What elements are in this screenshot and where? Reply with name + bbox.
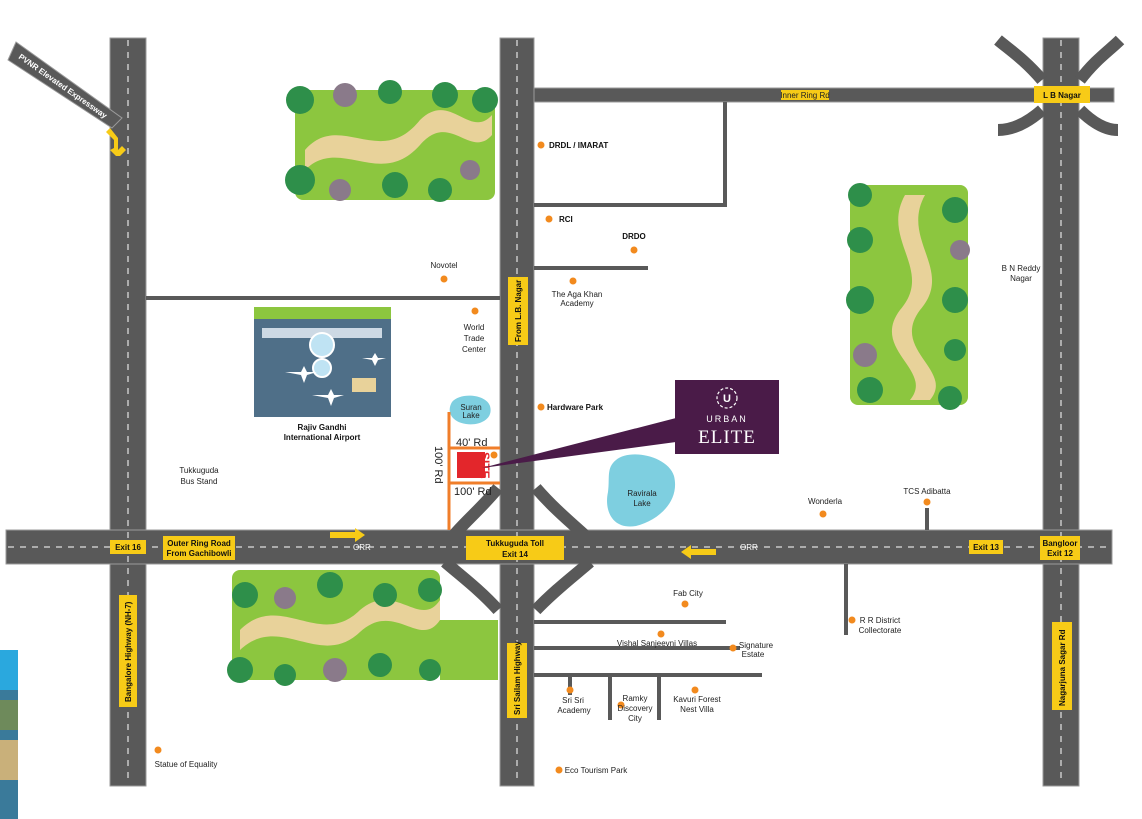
place-statue: Statue of Equality	[155, 760, 218, 769]
place-suran-2: Lake	[462, 411, 480, 420]
svg-text:Bangloor: Bangloor	[1042, 539, 1077, 548]
inner-ring-tag: Inner Ring Rd	[780, 90, 830, 100]
site-marker[interactable]	[457, 452, 485, 478]
place-bn-reddy-1: B N Reddy	[1002, 264, 1041, 273]
rd40-label: 40' Rd	[456, 437, 487, 449]
svg-text:Tukkuguda Toll: Tukkuguda Toll	[486, 539, 544, 548]
site-label: SITE	[478, 452, 492, 479]
place-vishal: Vishal Sanjeevni Villas	[617, 639, 697, 648]
place-bus-stand-1: Tukkuguda	[179, 466, 219, 475]
orange-dot-icon	[154, 141, 931, 774]
park-bottom	[227, 570, 498, 686]
place-eco-tourism: Eco Tourism Park	[565, 766, 629, 775]
place-aga-khan-2: Academy	[560, 299, 593, 308]
plane-icon	[362, 353, 386, 366]
bangalore-hwy-tag: Bangalore Highway (NH-7)	[119, 595, 137, 707]
svg-text:Exit 13: Exit 13	[973, 543, 999, 552]
place-hardware-park: Hardware Park	[547, 403, 604, 412]
place-aga-khan-1: The Aga Khan	[552, 290, 603, 299]
svg-text:From L.B. Nagar: From L.B. Nagar	[514, 280, 523, 342]
place-ramky-3: City	[628, 714, 642, 723]
place-tcs: TCS Adibatta	[903, 487, 951, 496]
place-ramky-1: Ramky	[623, 694, 648, 703]
ornament-icon: U	[716, 387, 738, 409]
place-ravirala-2: Lake	[633, 499, 651, 508]
brand-line2: ELITE	[698, 427, 756, 448]
svg-text:Exit 12: Exit 12	[1047, 549, 1073, 558]
svg-text:L B Nagar: L B Nagar	[1043, 91, 1081, 100]
place-wtc-1: World	[464, 323, 485, 332]
place-rr-collectorate-2: Collectorate	[859, 626, 902, 635]
place-rci: RCI	[559, 215, 573, 224]
svg-text:From Gachibowli: From Gachibowli	[167, 549, 232, 558]
brand-box[interactable]: U URBAN ELITE	[675, 380, 779, 454]
park-top	[285, 80, 498, 202]
place-bn-reddy-2: Nagar	[1010, 274, 1032, 283]
bangloor-tag: Bangloor Exit 12	[1040, 536, 1080, 560]
svg-text:Bangalore Highway (NH-7): Bangalore Highway (NH-7)	[124, 601, 133, 702]
place-sri-sri-1: Sri Sri	[562, 696, 584, 705]
svg-text:Exit 14: Exit 14	[502, 550, 528, 559]
place-fab-city: Fab City	[673, 589, 703, 598]
place-drdl: DRDL / IMARAT	[549, 141, 608, 150]
exit16-tag: Exit 16	[110, 540, 146, 554]
brand-monogram: U	[723, 393, 731, 405]
place-novotel: Novotel	[430, 261, 457, 270]
place-airport-1: Rajiv Gandhi	[298, 423, 347, 432]
park-right	[846, 183, 970, 410]
place-rr-collectorate-1: R R District	[860, 616, 901, 625]
orr-gachibowli-tag: Outer Ring Road From Gachibowli	[163, 536, 235, 560]
orr-right-label: ORR	[740, 543, 758, 552]
svg-text:Nagarjuna Sagar Rd: Nagarjuna Sagar Rd	[1058, 629, 1067, 706]
site-access-roads	[447, 412, 500, 530]
plane-icon	[312, 389, 344, 406]
place-kavuri-1: Kavuri Forest	[673, 695, 721, 704]
tukkuguda-toll-tag: Tukkuguda Toll Exit 14	[466, 536, 564, 560]
svg-text:Outer Ring Road: Outer Ring Road	[167, 539, 231, 548]
svg-text:Inner Ring Rd: Inner Ring Rd	[780, 91, 829, 100]
place-drdo: DRDO	[622, 232, 646, 241]
svg-text:Exit 16: Exit 16	[115, 543, 141, 552]
place-wonderla: Wonderla	[808, 497, 843, 506]
rd100-v-label: 100' Rd	[432, 446, 444, 484]
brand-line1: URBAN	[706, 414, 748, 424]
svg-text:Sri Sailam Highway: Sri Sailam Highway	[513, 641, 522, 715]
place-suran-1: Suran	[460, 403, 481, 412]
airport-graphic	[254, 307, 391, 417]
ravirala-lake	[607, 454, 676, 527]
place-sri-sri-2: Academy	[557, 706, 590, 715]
place-ravirala-1: Ravirala	[627, 489, 657, 498]
place-wtc-2: Trade	[464, 334, 485, 343]
yellow-arrow-icon	[106, 128, 716, 559]
brand-callout	[482, 418, 676, 468]
pvnr-label: PVNR Elevated Expressway	[17, 52, 109, 120]
place-bus-stand-2: Bus Stand	[181, 477, 218, 486]
orr-left-label: ORR	[353, 543, 371, 552]
place-ramky-2: Discovery	[617, 704, 652, 713]
suran-lake	[449, 395, 491, 425]
nagarjuna-tag: Nagarjuna Sagar Rd	[1052, 622, 1072, 710]
lb-nagar-tag: L B Nagar	[1034, 86, 1090, 103]
from-lb-nagar-tag: From L.B. Nagar	[508, 277, 528, 345]
exit13-tag: Exit 13	[969, 540, 1003, 554]
place-signature-2: Estate	[742, 650, 765, 659]
rd100-h-label: 100' Rd	[454, 486, 492, 498]
place-kavuri-2: Nest Villa	[680, 705, 714, 714]
edge-photo-strip	[0, 650, 18, 819]
place-airport-2: International Airport	[284, 433, 361, 442]
place-signature-1: Signature	[739, 641, 774, 650]
srisailam-hwy-tag: Sri Sailam Highway	[507, 641, 527, 718]
plane-icon	[285, 366, 317, 383]
place-wtc-3: Center	[462, 345, 486, 354]
